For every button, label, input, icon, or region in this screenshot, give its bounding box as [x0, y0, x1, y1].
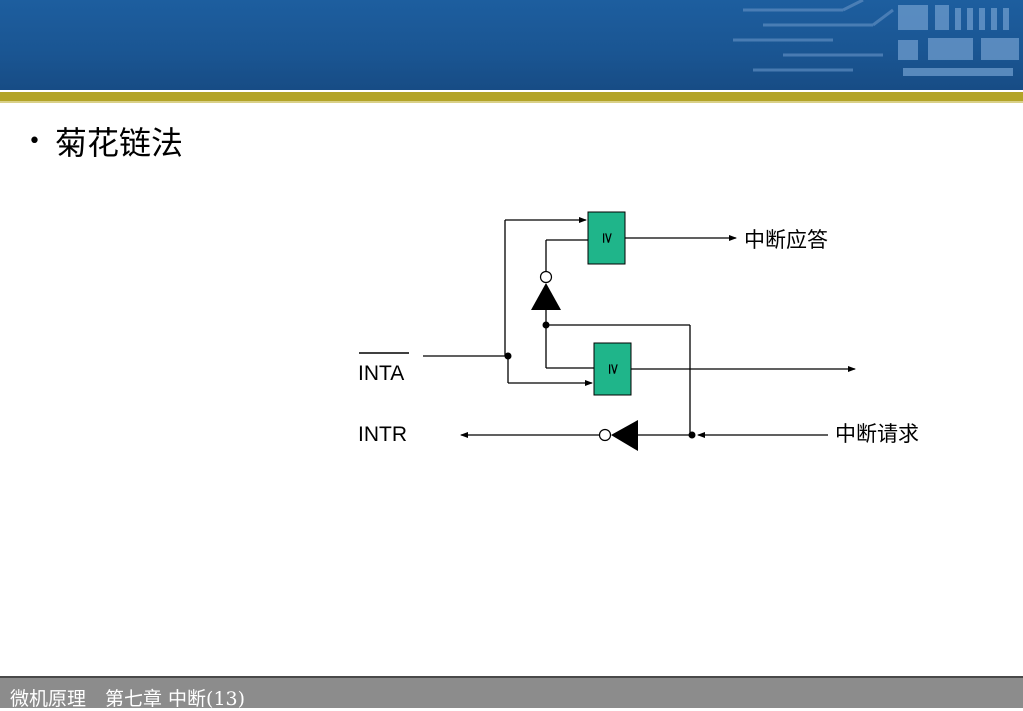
bullet-dot-icon: •: [28, 128, 41, 154]
slide-title: 菊花链法: [54, 124, 183, 162]
inta-wire: [423, 217, 593, 386]
int-ack-label: 中断应答: [744, 229, 828, 252]
int-req-label: 中断请求: [835, 423, 919, 446]
horizontal-inverter-triangle: [611, 420, 638, 451]
footer-text: 微机原理 第七章 中断(13): [10, 688, 246, 710]
upper-gate-symbol: ≥: [599, 232, 617, 245]
gold-divider-band: [0, 90, 1023, 103]
inta-junction-dot: [504, 352, 512, 360]
vertical-inverter-triangle: [531, 283, 561, 310]
inta-label: INTA: [358, 362, 404, 385]
lower-gate-symbol: ≥: [605, 363, 623, 376]
vertical-inverter-bubble: [539, 270, 553, 284]
intr-label: INTR: [358, 423, 407, 446]
slide-header-banner: [0, 0, 1023, 90]
request-feedback-wire: [546, 324, 691, 435]
slide-footer: 微机原理 第七章 中断(13): [0, 676, 1023, 710]
inverter-feedback-wire: [545, 239, 588, 271]
circuit-pattern-decoration: [733, 0, 1019, 76]
bullet-item: • 菊花链法: [28, 118, 183, 164]
horizontal-inverter-bubble: [598, 428, 612, 442]
